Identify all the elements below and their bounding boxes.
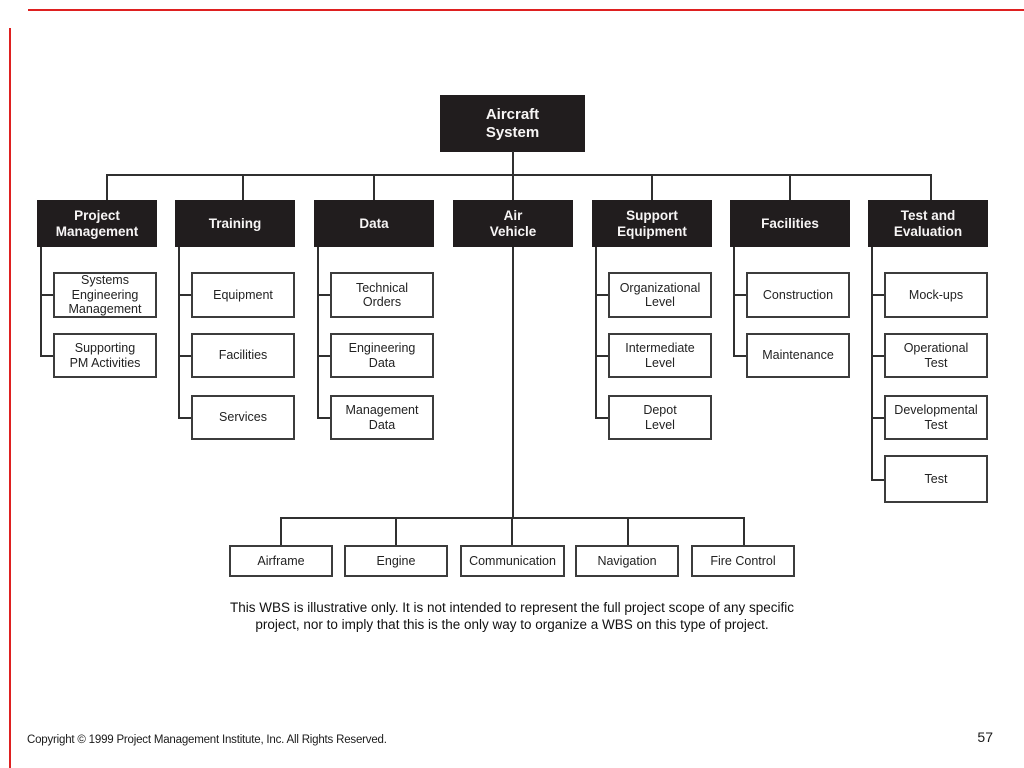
wbs-branch-box-training: Training	[175, 200, 295, 247]
wbs-child-box: Engineering Data	[330, 333, 434, 378]
connector-drop	[511, 517, 513, 545]
connector-drop	[789, 174, 791, 200]
wbs-child-box: Test	[884, 455, 988, 503]
wbs-branch-box-air-vehicle: Air Vehicle	[453, 200, 573, 247]
wbs-child-box: Organizational Level	[608, 272, 712, 318]
connector-stub	[871, 417, 884, 419]
wbs-branch-box-test-evaluation: Test and Evaluation	[868, 200, 988, 247]
wbs-child-box: Technical Orders	[330, 272, 434, 318]
connector-stub	[733, 294, 746, 296]
wbs-branch-box-data: Data	[314, 200, 434, 247]
wbs-child-box: Management Data	[330, 395, 434, 440]
wbs-root-box: Aircraft System	[440, 95, 585, 152]
wbs-child-box: Engine	[344, 545, 448, 577]
wbs-branch-box-project-management: Project Management	[37, 200, 157, 247]
connector-drop	[651, 174, 653, 200]
connector-top-bus	[106, 174, 932, 176]
connector-stub	[317, 294, 330, 296]
connector-spine	[733, 247, 735, 356]
wbs-child-box: Intermediate Level	[608, 333, 712, 378]
connector-stub	[871, 294, 884, 296]
connector-drop	[627, 517, 629, 545]
connector-root-drop	[512, 151, 514, 175]
connector-drop	[242, 174, 244, 200]
connector-drop	[395, 517, 397, 545]
connector-spine	[871, 247, 873, 480]
wbs-child-box: Depot Level	[608, 395, 712, 440]
red-guide-line-left	[9, 28, 11, 768]
connector-drop	[280, 517, 282, 545]
wbs-branch-box-facilities: Facilities	[730, 200, 850, 247]
wbs-child-box: Construction	[746, 272, 850, 318]
connector-spine	[317, 247, 319, 418]
connector-stub	[871, 479, 884, 481]
connector-drop	[930, 174, 932, 200]
connector-stub	[317, 355, 330, 357]
connector-stub	[40, 355, 53, 357]
connector-stub	[733, 355, 746, 357]
connector-stub	[178, 355, 191, 357]
connector-stub	[595, 294, 608, 296]
wbs-child-box: Supporting PM Activities	[53, 333, 157, 378]
wbs-child-box: Equipment	[191, 272, 295, 318]
connector-air-vehicle-drop	[512, 247, 514, 518]
wbs-child-box: Facilities	[191, 333, 295, 378]
connector-drop	[743, 517, 745, 545]
wbs-child-box: Communication	[460, 545, 565, 577]
connector-drop	[373, 174, 375, 200]
red-guide-line-top	[28, 9, 1024, 11]
connector-stub	[595, 355, 608, 357]
illustrative-note: This WBS is illustrative only. It is not…	[229, 600, 794, 632]
connector-spine	[178, 247, 180, 418]
wbs-child-box: Systems Engineering Management	[53, 272, 157, 318]
wbs-child-box: Mock-ups	[884, 272, 988, 318]
connector-stub	[317, 417, 330, 419]
connector-drop	[106, 174, 108, 200]
wbs-child-box: Airframe	[229, 545, 333, 577]
wbs-child-box: Maintenance	[746, 333, 850, 378]
connector-stub	[178, 294, 191, 296]
copyright-text: Copyright © 1999 Project Management Inst…	[27, 734, 387, 746]
wbs-child-box: Developmental Test	[884, 395, 988, 440]
connector-stub	[178, 417, 191, 419]
wbs-child-box: Services	[191, 395, 295, 440]
wbs-child-box: Navigation	[575, 545, 679, 577]
connector-spine	[40, 247, 42, 356]
wbs-child-box: Fire Control	[691, 545, 795, 577]
connector-spine	[595, 247, 597, 418]
wbs-branch-box-support-equipment: Support Equipment	[592, 200, 712, 247]
page-number: 57	[977, 729, 993, 745]
wbs-child-box: Operational Test	[884, 333, 988, 378]
connector-drop	[512, 174, 514, 200]
connector-stub	[40, 294, 53, 296]
connector-stub	[595, 417, 608, 419]
connector-stub	[871, 355, 884, 357]
